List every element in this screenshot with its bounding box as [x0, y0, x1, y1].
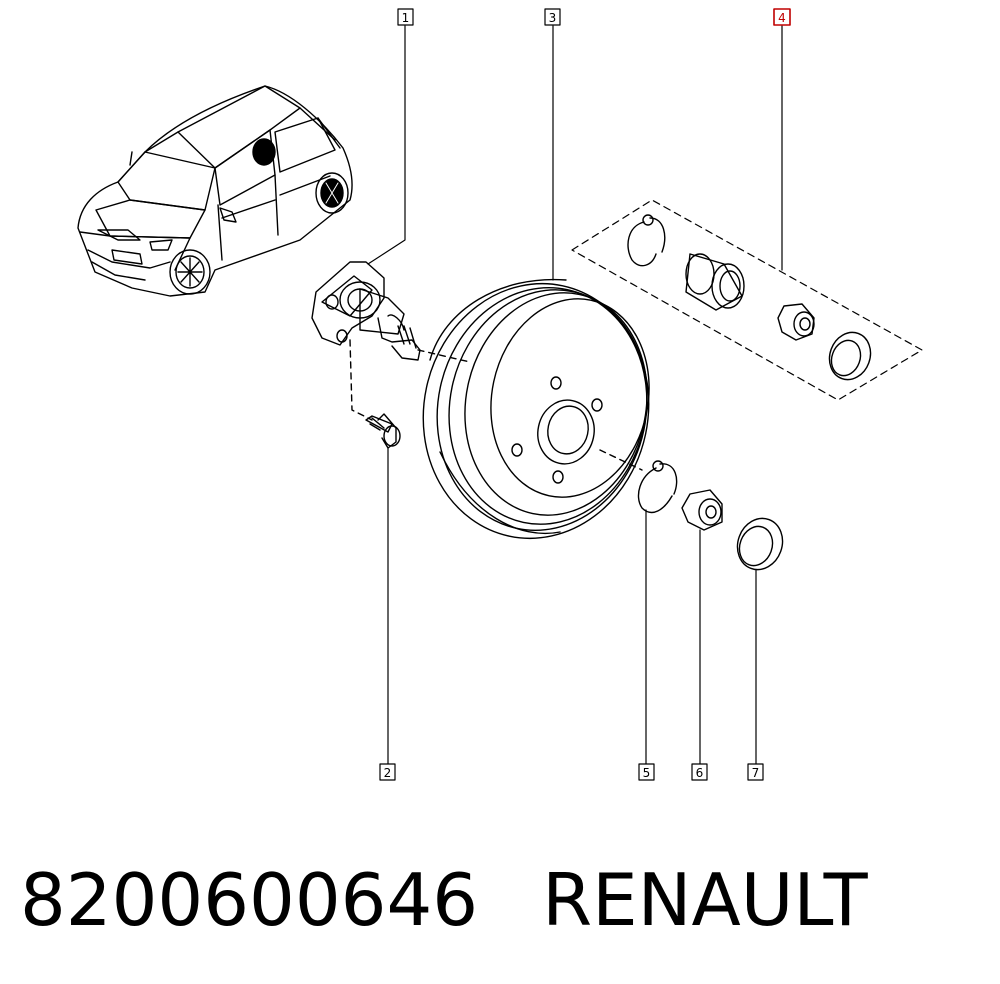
callout-3: 3	[544, 8, 561, 26]
callout-1: 1	[397, 8, 414, 26]
caption: 8200600646 RENAULT	[20, 858, 868, 942]
callout-2: 2	[379, 763, 396, 781]
bolt-part-2	[365, 413, 401, 449]
part-number: 8200600646	[20, 858, 479, 942]
svg-text:6: 6	[696, 766, 704, 780]
svg-text:7: 7	[752, 766, 760, 780]
brake-drum-part-3	[422, 278, 650, 540]
svg-text:3: 3	[549, 11, 557, 25]
svg-text:5: 5	[643, 766, 651, 780]
svg-text:1: 1	[402, 11, 410, 25]
callout-4: 4	[773, 8, 791, 26]
bearing-kit-part-4	[571, 199, 923, 401]
circlip-part-5	[637, 460, 678, 514]
hub-nut-part-6	[681, 489, 723, 531]
hub-cap-part-7	[736, 517, 784, 571]
svg-text:2: 2	[384, 766, 392, 780]
callout-7: 7	[747, 763, 764, 781]
brand-name: RENAULT	[542, 858, 868, 942]
callout-5: 5	[638, 763, 655, 781]
car-illustration	[77, 85, 353, 297]
stub-axle-part-1	[311, 261, 471, 421]
leader-lines	[367, 25, 783, 765]
callout-6: 6	[691, 763, 708, 781]
svg-text:4: 4	[778, 11, 786, 25]
